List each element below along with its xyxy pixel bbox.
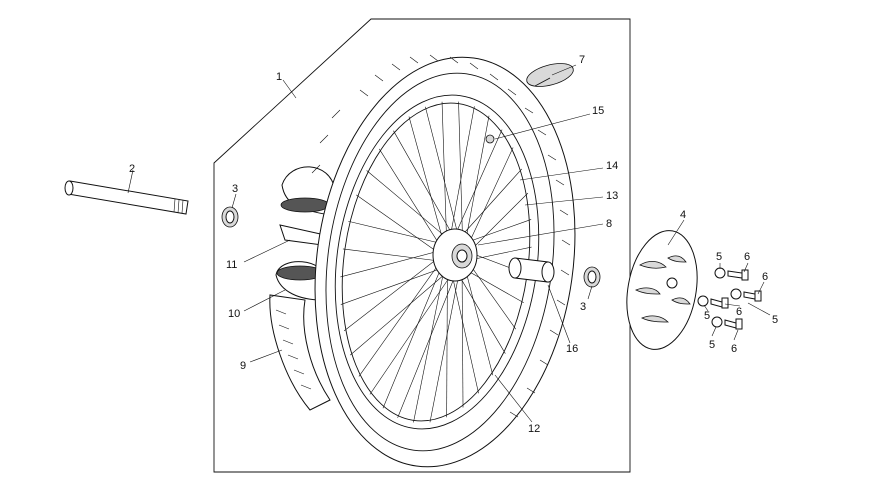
callout-8: 8	[606, 218, 612, 230]
callout-6-b: 6	[762, 271, 768, 283]
callout-15: 15	[592, 105, 604, 117]
callout-16: 16	[566, 343, 578, 355]
spoke	[413, 254, 448, 423]
axle	[64, 180, 189, 215]
callout-5-d: 5	[709, 339, 715, 351]
callout-1: 1	[276, 71, 282, 83]
spacer-left	[221, 206, 239, 228]
spoke	[429, 253, 464, 423]
callout-14: 14	[606, 160, 618, 172]
spoke	[382, 252, 448, 409]
spoke	[446, 257, 448, 418]
inner-tube	[275, 166, 336, 301]
spoke	[448, 260, 479, 394]
tire-section	[269, 294, 331, 411]
bolts-and-washers	[697, 267, 762, 330]
callout-5-a: 5	[716, 251, 722, 263]
callout-10: 10	[228, 308, 240, 320]
hub	[432, 228, 478, 282]
callout-9: 9	[240, 360, 246, 372]
callout-labels: 1 2 3 3 4 5 5 5 5 6 6 6 6 7 8 9 10 11 12…	[129, 54, 778, 435]
callout-5-c: 5	[772, 314, 778, 326]
callout-6-a: 6	[744, 251, 750, 263]
spacer-right	[583, 266, 601, 288]
callout-12: 12	[528, 423, 540, 435]
callout-11: 11	[226, 259, 237, 271]
callout-4: 4	[680, 209, 686, 221]
callout-6-c: 6	[736, 306, 742, 318]
callout-5-b: 5	[704, 310, 710, 322]
callout-6-d: 6	[731, 343, 737, 355]
callout-2: 2	[129, 163, 135, 175]
callout-3-left: 3	[232, 183, 238, 195]
callout-3-right: 3	[580, 301, 586, 313]
leader-lines	[127, 64, 771, 423]
callout-13: 13	[606, 190, 618, 202]
callout-7: 7	[579, 54, 585, 66]
brake-disc	[626, 230, 698, 350]
spoke	[425, 106, 463, 253]
spoke	[369, 258, 463, 395]
valve	[526, 63, 574, 87]
assembly-boundary	[213, 18, 631, 473]
spacer-tube	[508, 257, 555, 283]
spoke	[397, 256, 464, 418]
spoke-nipple	[485, 134, 495, 144]
spoke	[343, 247, 452, 332]
spoke	[350, 260, 461, 356]
